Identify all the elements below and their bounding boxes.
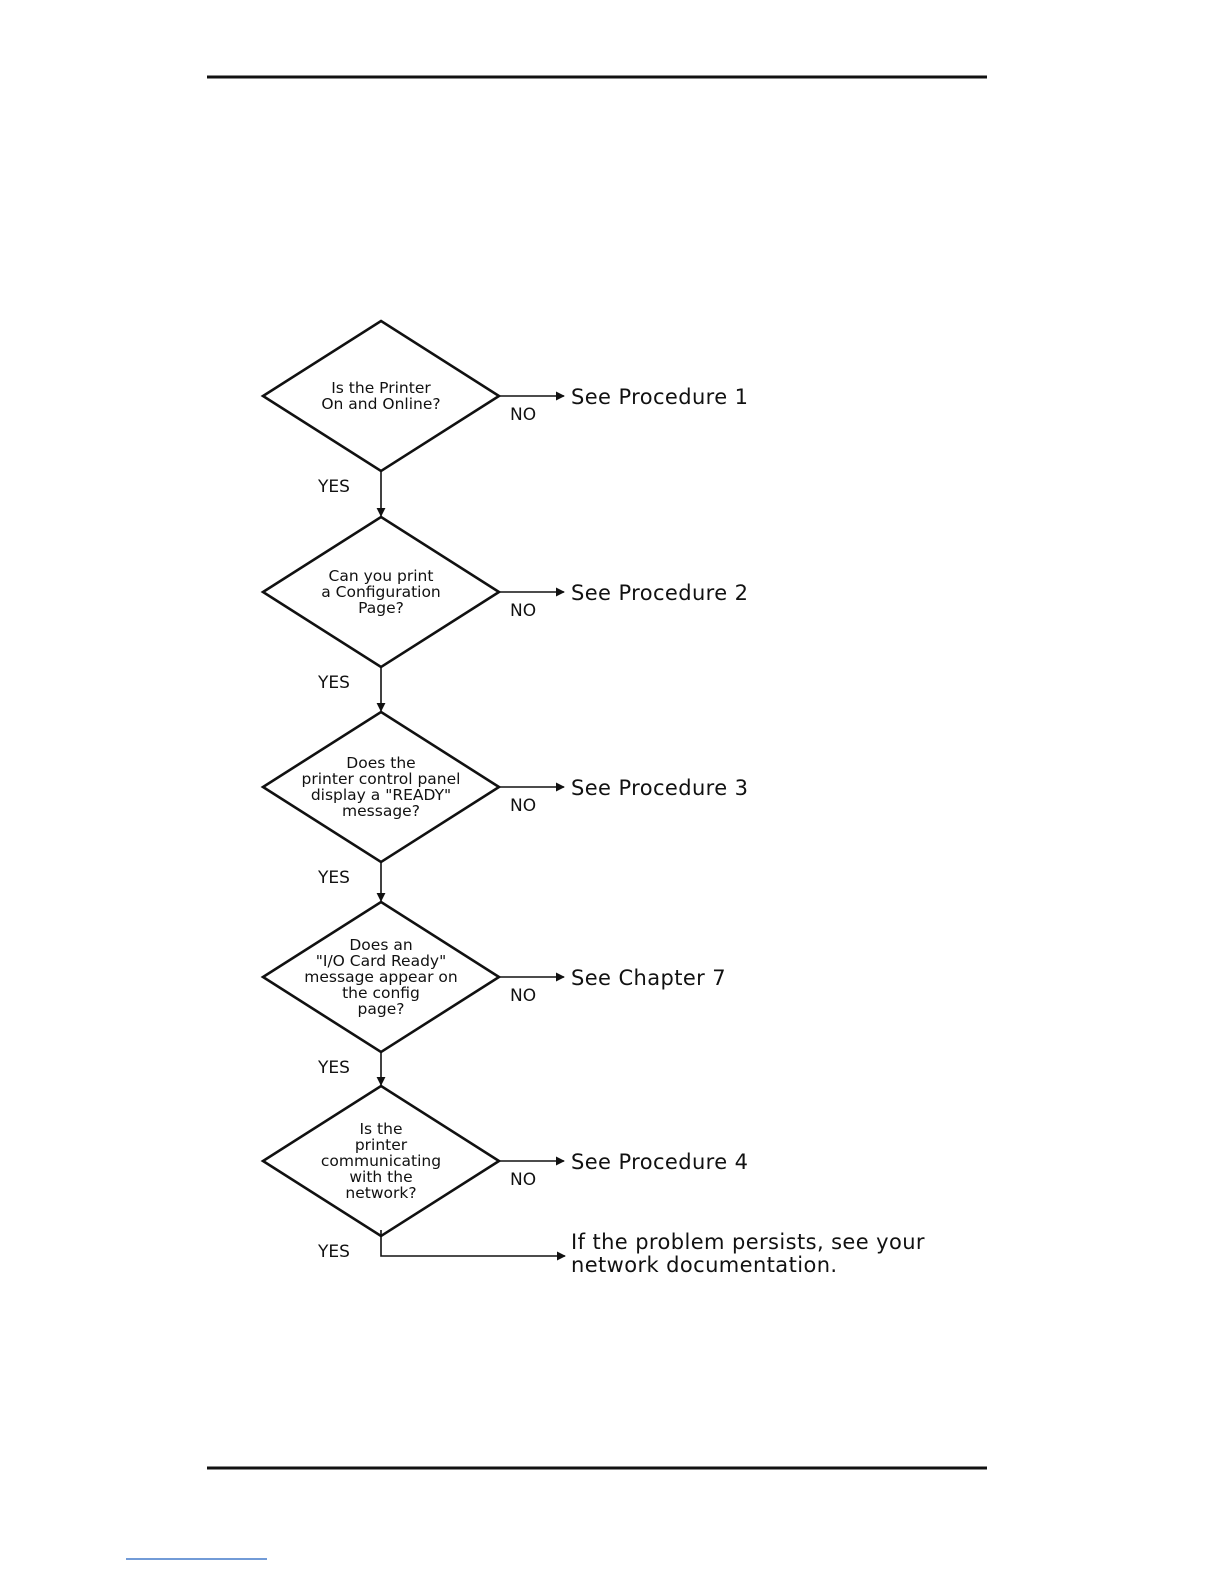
decision-question-line: the config (342, 984, 420, 1002)
result-reference: See Procedure 1 (571, 385, 748, 409)
decision-question-line: network? (345, 1184, 416, 1202)
no-label: NO (510, 986, 536, 1006)
decision-question-line: "I/O Card Ready" (316, 952, 447, 970)
yes-label: YES (317, 1242, 350, 1262)
decision-question-line: On and Online? (321, 395, 440, 413)
result-reference: See Procedure 4 (571, 1150, 748, 1174)
decision-question-line: a Configuration (321, 583, 441, 601)
decision-question-line: printer (355, 1136, 408, 1154)
no-label: NO (510, 1170, 536, 1190)
decision-question-line: printer control panel (302, 770, 461, 788)
decision-question-line: message appear on (304, 968, 457, 986)
no-label: NO (510, 405, 536, 425)
decision-question-line: Can you print (329, 567, 434, 585)
decision-question-line: Is the (359, 1120, 402, 1138)
decision-question-line: Is the Printer (331, 379, 431, 397)
final-result-line-1: If the problem persists, see your (571, 1230, 925, 1254)
decision-question-line: communicating (321, 1152, 441, 1170)
yes-arrow-final (380, 1230, 566, 1261)
result-reference: See Procedure 2 (571, 581, 748, 605)
decision-question-line: Does an (349, 936, 412, 954)
final-result: If the problem persists, see your networ… (380, 1230, 925, 1277)
decision-question-line: with the (349, 1168, 412, 1186)
final-result-line-2: network documentation. (571, 1253, 837, 1277)
yes-label: YES (317, 477, 350, 497)
decision-step: Does an"I/O Card Ready"message appear on… (260, 900, 726, 1086)
no-label: NO (510, 601, 536, 621)
yes-label: YES (317, 673, 350, 693)
yes-label: YES (317, 868, 350, 888)
yes-label: YES (317, 1058, 350, 1078)
decision-question-line: display a "READY" (311, 786, 451, 804)
decision-question-line: Page? (358, 599, 404, 617)
result-reference: See Procedure 3 (571, 776, 748, 800)
no-label: NO (510, 796, 536, 816)
decision-question-line: page? (358, 1000, 405, 1018)
decision-question-line: message? (342, 802, 420, 820)
result-reference: See Chapter 7 (571, 966, 726, 990)
decision-question-line: Does the (346, 754, 415, 772)
